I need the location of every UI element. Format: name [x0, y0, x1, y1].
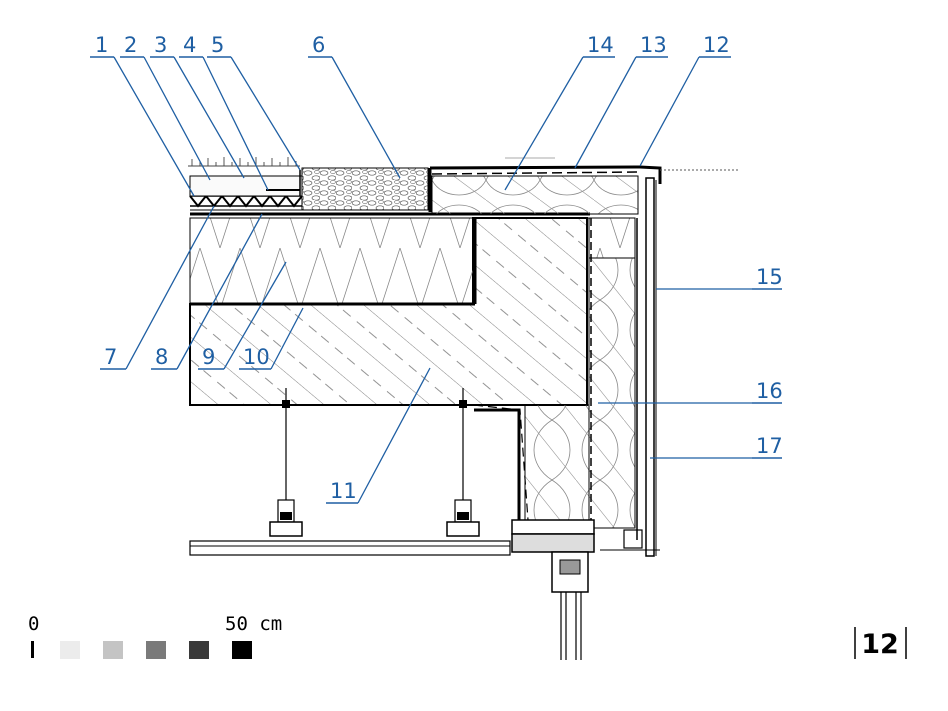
scale-swatch-3 — [146, 641, 166, 659]
callout-15: 15 — [656, 265, 783, 290]
svg-text:6: 6 — [312, 33, 325, 57]
ceiling-hanger-left — [269, 388, 303, 537]
svg-text:15: 15 — [756, 265, 783, 289]
drainage-mat — [189, 194, 303, 208]
vegetation-ticks — [188, 157, 300, 167]
svg-text:4: 4 — [183, 33, 196, 57]
svg-text:14: 14 — [587, 33, 614, 57]
callouts: 1 2 3 4 5 6 14 — [90, 33, 783, 504]
svg-text:2: 2 — [124, 33, 137, 57]
scale-swatch-2 — [103, 641, 123, 659]
callout-11: 11 — [326, 367, 431, 504]
callout-16: 16 — [598, 379, 783, 404]
callout-8: 8 — [151, 213, 263, 370]
facade-insulation — [588, 257, 636, 529]
svg-text:17: 17 — [756, 434, 783, 458]
callout-17: 17 — [650, 434, 783, 459]
scale-end-label: 50 cm — [225, 613, 282, 635]
roof-insulation — [189, 217, 474, 305]
callout-14: 14 — [504, 33, 615, 191]
callout-13: 13 — [574, 33, 668, 169]
suspended-ceiling — [189, 540, 511, 556]
svg-text:1: 1 — [95, 33, 108, 57]
facade-cladding — [645, 177, 655, 557]
parapet-insulation — [431, 175, 639, 215]
window-frame — [511, 519, 595, 660]
scale-swatch-4 — [189, 641, 209, 659]
callout-2: 5 — [207, 33, 301, 171]
callout-1: 6 — [308, 33, 401, 179]
section-detail — [188, 157, 740, 660]
svg-text:13: 13 — [640, 33, 667, 57]
facade-insulation-upper — [588, 217, 636, 259]
callout-3: 4 — [179, 33, 269, 191]
callout-9: 9 — [198, 261, 287, 370]
scale-swatch-5 — [232, 641, 252, 659]
callout-5: 2 — [120, 33, 211, 181]
svg-text:16: 16 — [756, 379, 783, 403]
ceiling-hanger-right — [446, 388, 480, 537]
svg-text:9: 9 — [202, 345, 215, 369]
scale-tick — [31, 641, 34, 658]
callout-6: 1 — [90, 33, 195, 197]
callout-10: 10 — [239, 307, 304, 370]
scale-bar: 0 50 cm — [28, 613, 282, 659]
gravel-strip — [301, 167, 429, 211]
callout-4: 3 — [150, 33, 245, 179]
callout-12: 12 — [639, 33, 731, 167]
page-number: 12 — [861, 629, 899, 660]
svg-text:7: 7 — [104, 345, 117, 369]
svg-text:12: 12 — [703, 33, 730, 57]
svg-text:11: 11 — [330, 479, 357, 503]
svg-text:8: 8 — [155, 345, 168, 369]
scale-swatch-1 — [60, 641, 80, 659]
page-number-box: 12 — [854, 627, 907, 660]
scale-swatches — [60, 641, 252, 659]
scale-start-label: 0 — [28, 613, 39, 635]
svg-text:3: 3 — [154, 33, 167, 57]
callout-7: 7 — [100, 205, 215, 370]
svg-text:10: 10 — [243, 345, 270, 369]
svg-text:5: 5 — [211, 33, 224, 57]
